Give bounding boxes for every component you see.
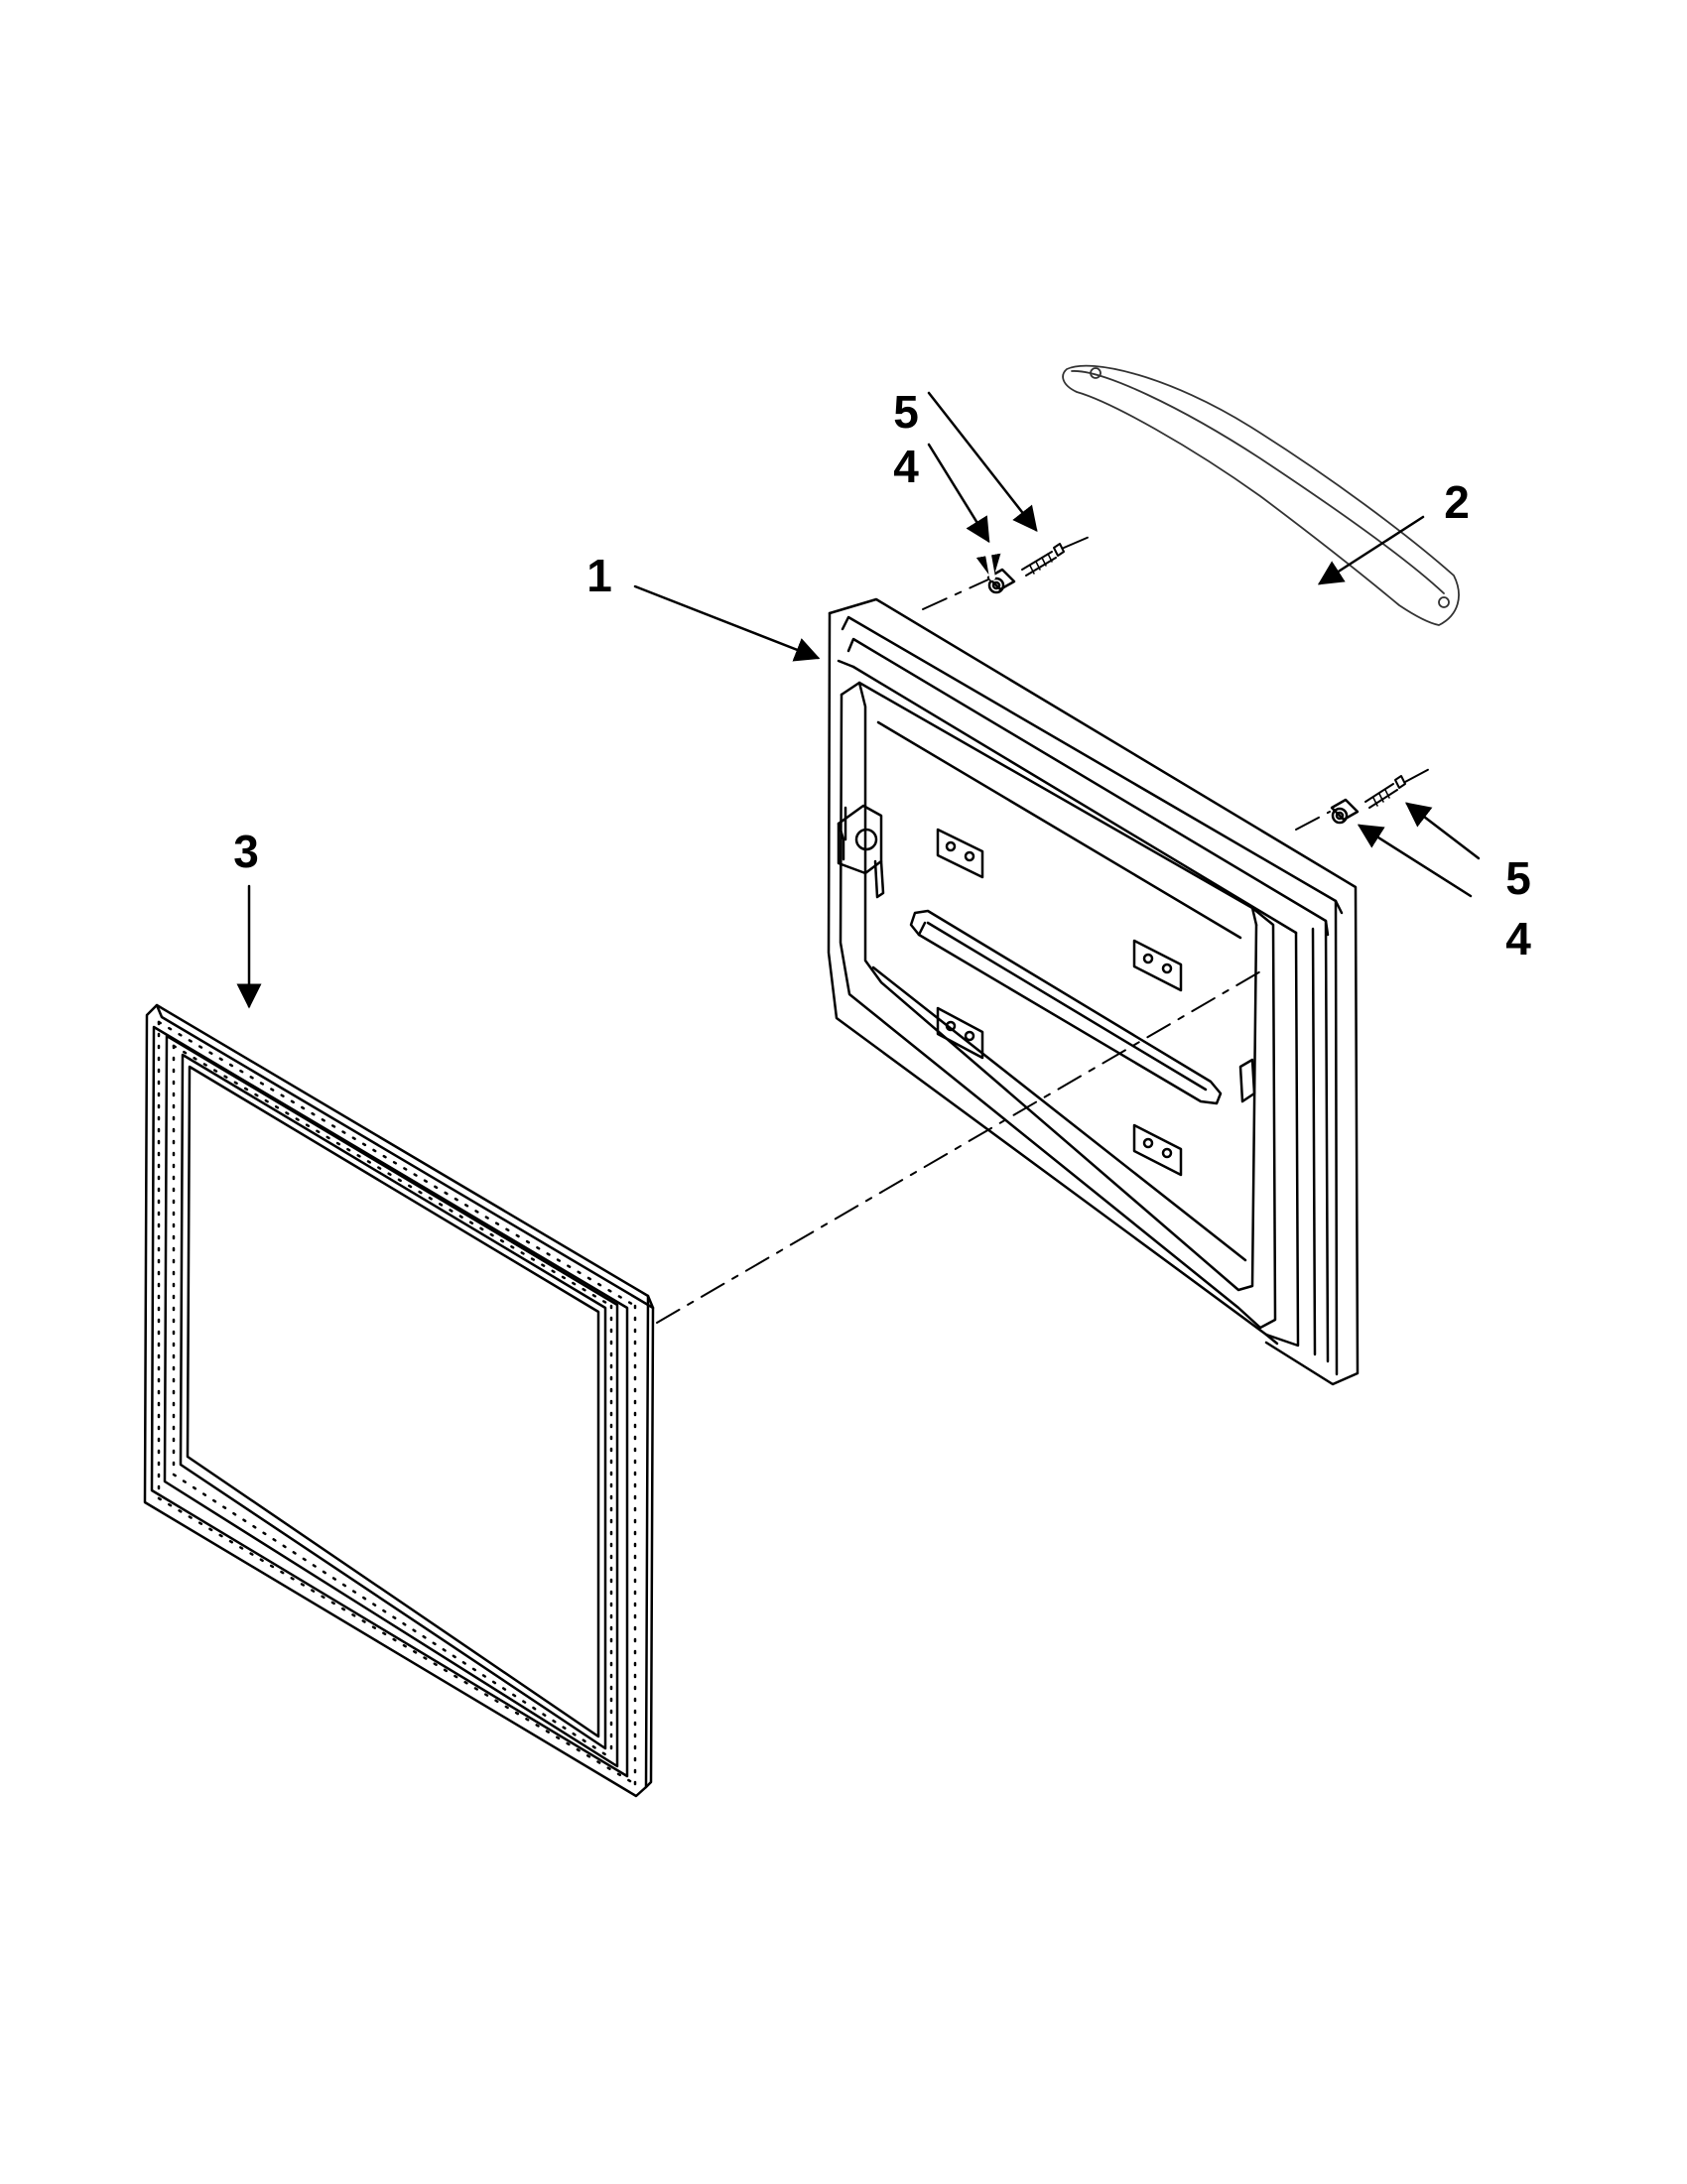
door-mounting-pad [1132, 1123, 1183, 1177]
callout-4-spacer-left: 4 [893, 441, 919, 492]
gasket-inner-edge-1 [150, 1025, 629, 1778]
door-mounting-pad [936, 828, 984, 879]
callout-2-handle: 2 [1444, 476, 1470, 528]
leader-arrow-2 [1317, 515, 1425, 585]
leader-arrow-4-left-final [927, 443, 990, 544]
gasket-inner-opening [179, 1053, 607, 1750]
leader-arrow-4-right [1357, 824, 1473, 898]
door-basket-rail [909, 909, 1223, 1105]
gasket-center-line [656, 969, 1263, 1324]
freezer-door [827, 597, 1360, 1386]
door-mounting-pad [936, 1006, 984, 1060]
callout-5-screw-right: 5 [1505, 852, 1531, 904]
callout-3-gasket: 3 [233, 826, 259, 877]
door-mounting-pad [1132, 939, 1183, 992]
door-outer-frame-left [827, 611, 1268, 1337]
door-hinge-bracket [837, 804, 885, 899]
callout-1-door: 1 [586, 550, 612, 601]
callout-5-screw-left: 5 [893, 386, 919, 438]
screw-left [1021, 543, 1065, 577]
screw-right [1364, 775, 1406, 809]
leader-arrow-5-left-final [927, 391, 1038, 532]
callout-4-spacer-right: 4 [1505, 913, 1531, 964]
door-inner-liner [840, 681, 1277, 1330]
door-outer-frame [828, 597, 1360, 1386]
door-gasket [143, 1003, 655, 1798]
leader-arrow-1 [633, 584, 821, 662]
handle-left-assembly-line [922, 578, 989, 610]
handle-right-assembly-line [1295, 811, 1331, 831]
leader-arrow-5-right [1405, 802, 1481, 860]
spacer-right [1330, 798, 1360, 825]
assembly-lines [656, 535, 1436, 1324]
door-handle [1062, 364, 1460, 626]
